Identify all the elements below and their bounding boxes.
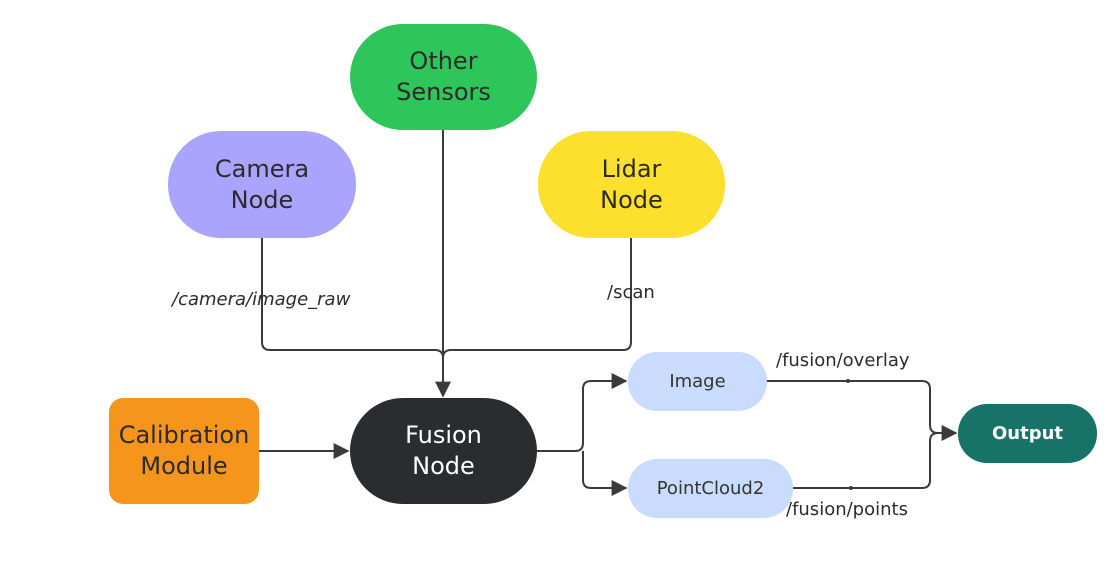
edge-fusion-to-pointcloud <box>582 451 628 496</box>
edge-pointcloud-to-output <box>793 432 939 489</box>
calibration-module-node: Calibration Module <box>109 398 259 504</box>
edge-fusion-to-image <box>537 373 628 452</box>
other-sensors-node: Other Sensors <box>350 24 537 130</box>
output-node: Output <box>958 404 1097 463</box>
camera-topic-label: /camera/image_raw <box>172 289 351 310</box>
edge-midpoint-dot <box>846 379 850 383</box>
points-topic-label: /fusion/points <box>786 499 908 520</box>
edge-camera-to-fusion <box>261 238 444 359</box>
image-node: Image <box>628 352 767 411</box>
lidar-node: Lidar Node <box>538 131 725 238</box>
overlay-topic-label: /fusion/overlay <box>776 350 910 371</box>
edge-lidar-to-fusion <box>442 238 632 359</box>
edge-midpoint-dot <box>849 486 853 490</box>
edge-image-to-output <box>767 380 958 441</box>
pointcloud2-node: PointCloud2 <box>628 459 793 518</box>
fusion-node: Fusion Node <box>350 398 537 504</box>
lidar-topic-label: /scan <box>607 282 655 303</box>
camera-node: Camera Node <box>168 131 356 238</box>
